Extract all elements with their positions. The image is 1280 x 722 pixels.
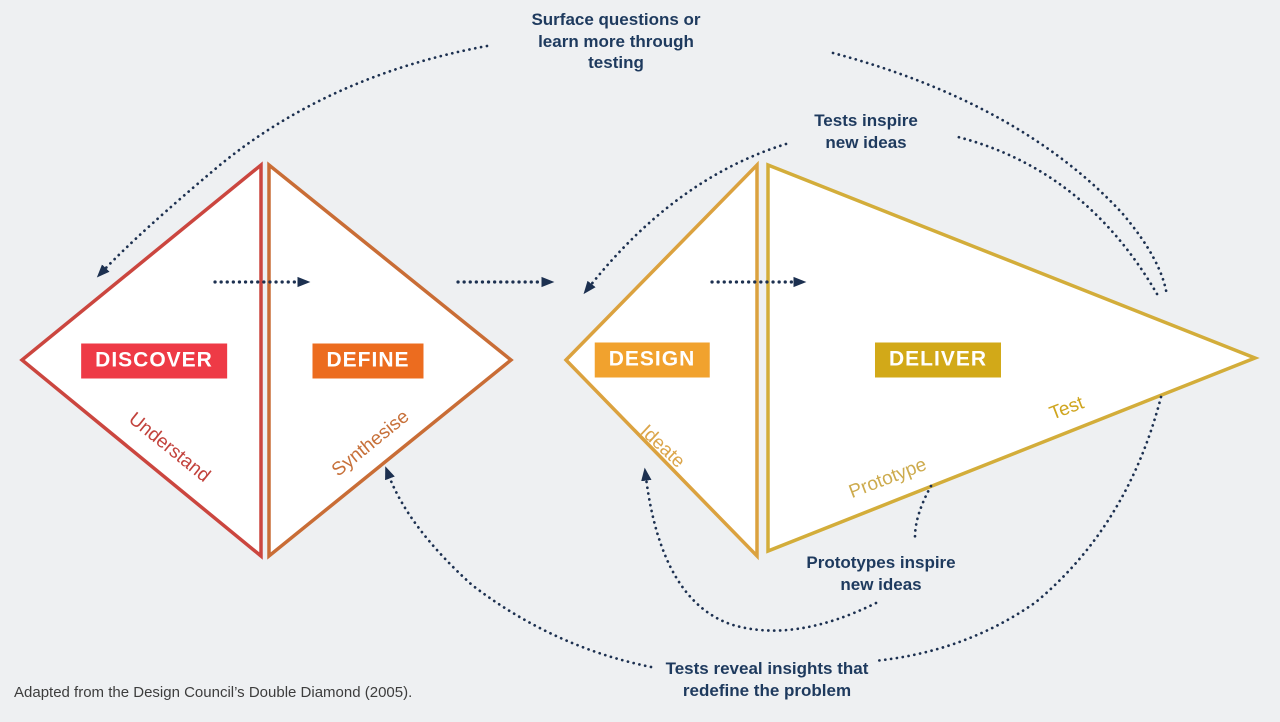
arc-tests-reveal-left [385, 466, 653, 669]
arc-tests-reveal-right [872, 395, 1163, 663]
dotted-arrows [96, 44, 1169, 669]
arc-tests-inspire-right [956, 135, 1159, 296]
caption: Adapted from the Design Council’s Double… [14, 684, 413, 701]
define-label: DEFINE [312, 343, 424, 379]
arc-prototypes-inspire-curve [641, 467, 878, 632]
arc-prototypes-inspire-stub [913, 484, 933, 539]
discover-label: DISCOVER [81, 343, 227, 379]
annotation-surface-questions: Surface questions or learn more through … [531, 10, 701, 73]
design-label: DESIGN [594, 342, 710, 378]
arc-surface-questions-right [831, 51, 1169, 298]
deliver-triangle [766, 162, 1260, 554]
arc-tests-inspire-left [583, 142, 788, 295]
deliver-label: DELIVER [874, 342, 1002, 378]
arc-surface-questions-left [96, 44, 489, 278]
annotation-tests-reveal: Tests reveal insights that redefine the … [665, 659, 869, 700]
annotation-tests-inspire: Tests inspire new ideas [814, 111, 918, 152]
annotation-prototypes-inspire: Prototypes inspire new ideas [806, 553, 956, 594]
